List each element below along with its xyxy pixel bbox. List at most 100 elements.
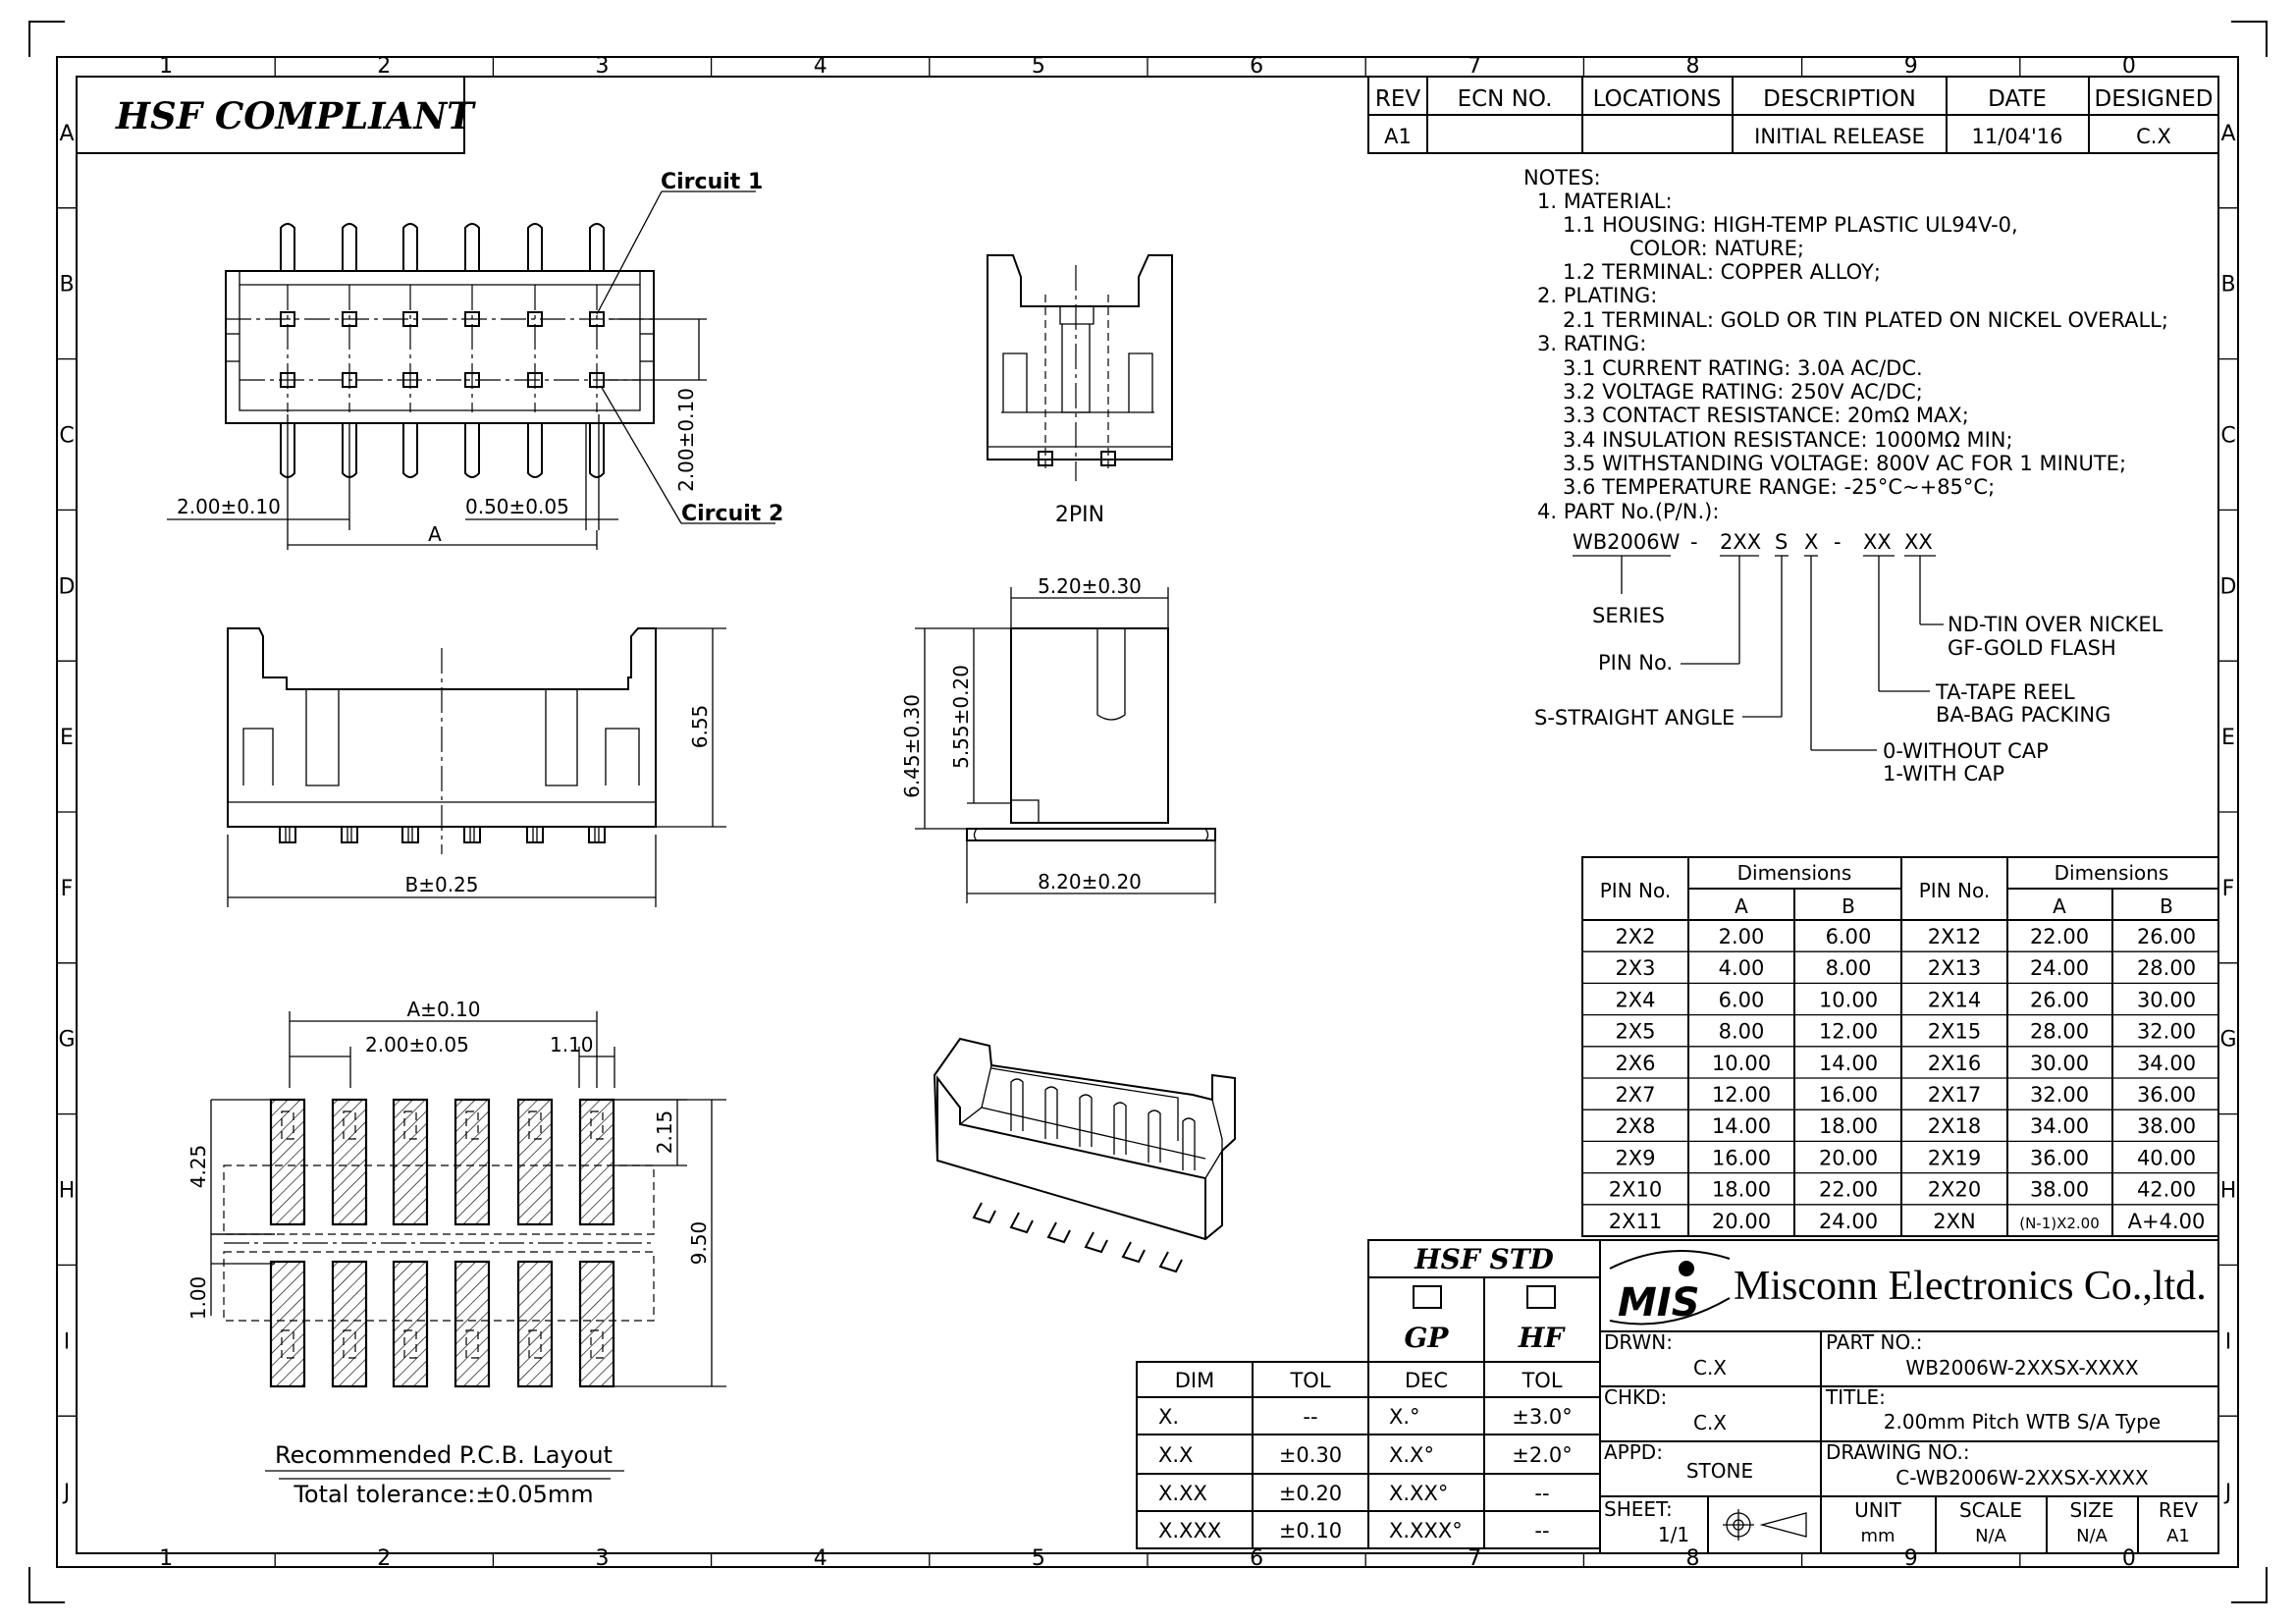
appd-label: APPD: (1604, 1440, 1663, 1464)
dim-front-b: B±0.25 (404, 873, 478, 896)
front-pin (401, 826, 419, 843)
projection-symbol-icon (1723, 1509, 1807, 1541)
tol-cell: ±0.20 (1279, 1482, 1342, 1505)
pcb-caption: Recommended P.C.B. Layout (275, 1441, 613, 1469)
tol-header: DIM (1175, 1369, 1214, 1392)
zone-row-label: E (2221, 726, 2235, 750)
dim-side-h2: 5.55±0.20 (949, 665, 973, 769)
pn-cap-code: X (1804, 530, 1818, 554)
iso-terminal (1079, 1094, 1093, 1147)
appd-value: STONE (1686, 1459, 1753, 1483)
dim-table-cell: 32.00 (2137, 1020, 2196, 1044)
dim-table-cell: 36.00 (2137, 1083, 2196, 1107)
chkd-label: CHKD: (1604, 1385, 1667, 1409)
dim-table-cell: 2.00 (1719, 925, 1765, 948)
dim-top-a: A (428, 522, 442, 546)
pn-packing-code: XX (1863, 530, 1892, 554)
zone-column-label: 5 (1032, 54, 1045, 79)
tol-cell: -- (1303, 1405, 1317, 1429)
rev-final-value: A1 (2166, 1526, 2190, 1546)
zone-row-label: D (2220, 574, 2237, 599)
tol-header: TOL (1289, 1369, 1330, 1392)
zone-column-label: 3 (596, 54, 610, 79)
drawing-no-value: C-WB2006W-2XXSX-XXXX (1896, 1466, 2149, 1489)
tol-cell: ±0.30 (1279, 1443, 1342, 1467)
pcb-pad (392, 1098, 429, 1226)
pn-dash: - (1834, 530, 1842, 554)
gp-checkbox (1413, 1285, 1442, 1309)
dim-table-cell: 2X8 (1615, 1114, 1655, 1138)
zone-column-label: 9 (1904, 54, 1918, 79)
notes-line: 3. RATING: (1537, 332, 1646, 355)
dim-table-cell: 6.00 (1719, 988, 1765, 1011)
date-value: 11/04'16 (1971, 125, 2062, 148)
hsf-std-title: HSF STD (1414, 1243, 1554, 1275)
pcb-pad (454, 1098, 491, 1226)
packing-callout: TA-TAPE REEL (1935, 680, 2075, 704)
zone-column-label: 4 (814, 1546, 828, 1571)
pcb-pad-slot (343, 1329, 356, 1359)
front-pin (341, 826, 358, 843)
dimensions-header: Dimensions (2055, 861, 2169, 885)
notes-line: 2. PLATING: (1537, 284, 1657, 307)
dim-top-pitch: 2.00±0.10 (177, 495, 281, 518)
pcb-pad (516, 1260, 554, 1388)
dim-table-cell: 42.00 (2137, 1178, 2196, 1202)
top-pin-upper (527, 223, 543, 271)
front-pin (526, 826, 544, 843)
top-pin-lower (402, 423, 418, 478)
notes-line: NOTES: (1523, 166, 1601, 189)
dim-table-cell: 38.00 (2030, 1178, 2089, 1202)
pn-angle-code: S (1775, 530, 1788, 554)
tol-cell: ±3.0° (1512, 1405, 1573, 1429)
dim-table-cell: (N-1)X2.00 (2019, 1215, 2100, 1232)
dim-pcb-a: A±0.10 (407, 998, 481, 1021)
part-no-value: WB2006W-2XXSX-XXXX (1905, 1356, 2138, 1380)
zone-row-label: F (61, 877, 74, 901)
pcb-pad-slot (281, 1110, 294, 1140)
designed-header: DESIGNED (2095, 86, 2214, 112)
zone-row-label: C (2220, 424, 2235, 449)
top-pin-upper (342, 223, 357, 271)
tol-cell: ±2.0° (1512, 1443, 1573, 1467)
dim-front-height: 6.55 (688, 705, 712, 749)
hf-label: HF (1518, 1322, 1566, 1354)
zone-row-label: H (2220, 1179, 2237, 1204)
iso-pin (1121, 1241, 1146, 1264)
dim-table-cell: 4.00 (1719, 956, 1765, 980)
drawing-no-label: DRAWING NO.: (1826, 1440, 1970, 1464)
plating-callout: GF-GOLD FLASH (1948, 636, 2116, 660)
zone-row-label: B (2220, 273, 2235, 298)
drwn-label: DRWN: (1604, 1330, 1673, 1354)
two-pin-view: 2PIN (987, 254, 1173, 527)
zone-row-label: F (2222, 877, 2235, 901)
tol-header: DEC (1405, 1369, 1448, 1392)
description-value: INITIAL RELEASE (1754, 125, 1925, 148)
dim-table-cell: 22.00 (2030, 925, 2089, 948)
zone-column-label: 4 (814, 54, 828, 79)
dim-table-cell: 40.00 (2137, 1146, 2196, 1169)
dim-table-cell: 2X4 (1615, 988, 1655, 1011)
pcb-layout: A±0.10 2.00±0.05 1.10 2.15 9.50 4.25 1.0… (187, 998, 726, 1508)
notes-line: 2.1 TERMINAL: GOLD OR TIN PLATED ON NICK… (1563, 308, 2168, 332)
title-block: MIS Misconn Electronics Co.,ltd. DRWN: C… (1599, 1239, 2219, 1554)
dim-table-cell: 16.00 (1712, 1146, 1771, 1169)
iso-pin (1084, 1231, 1108, 1254)
zone-column-label: 7 (1468, 1546, 1481, 1571)
rev-value: A1 (1384, 125, 1412, 148)
dim-table-cell: 2X3 (1615, 956, 1655, 980)
zone-row-label: G (58, 1028, 75, 1053)
zone-column-label: 3 (596, 1546, 610, 1571)
zone-row-label: C (59, 424, 74, 449)
dim-table-cell: 10.00 (1819, 988, 1878, 1011)
dim-table-cell: 2X7 (1615, 1083, 1655, 1107)
zone-column-label: 1 (159, 54, 173, 79)
pcb-pad-slot (528, 1110, 542, 1140)
notes-line: 3.1 CURRENT RATING: 3.0A AC/DC. (1563, 356, 1923, 380)
dim-b-header: B (1842, 894, 1855, 918)
zone-column-label: 9 (1904, 1546, 1918, 1571)
pcb-pad (331, 1098, 368, 1226)
cap-callout: 1-WITH CAP (1883, 762, 2004, 785)
plating-callout: ND-TIN OVER NICKEL (1948, 613, 2163, 636)
sheet-value: 1/1 (1658, 1523, 1689, 1546)
